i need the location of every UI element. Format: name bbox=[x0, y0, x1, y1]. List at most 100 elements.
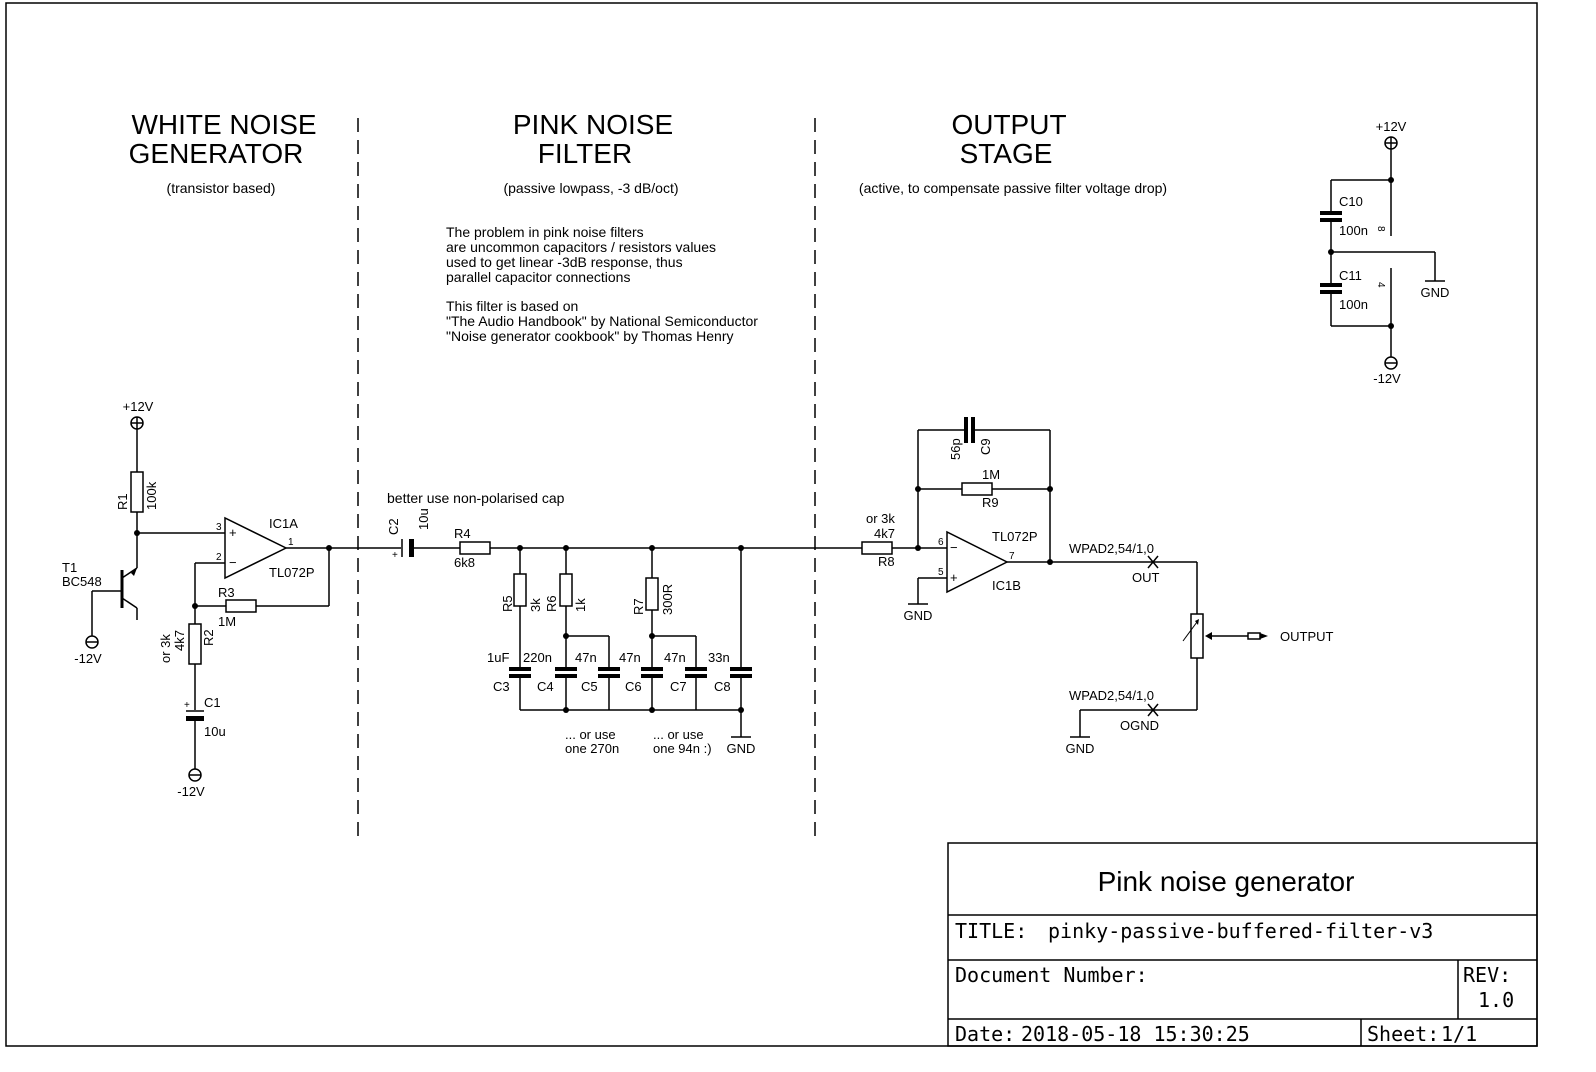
ognd-pad-marker bbox=[1147, 703, 1159, 717]
pink-noise-heading-1: PINK NOISE bbox=[513, 109, 673, 140]
r7-ref: R7 bbox=[631, 598, 646, 615]
title-block bbox=[947, 842, 1538, 1047]
supply-pos-label-2: +12V bbox=[1376, 119, 1407, 134]
r2-value: 4k7 bbox=[172, 630, 187, 651]
ic1b-pin5: 5 bbox=[938, 567, 944, 578]
note-problem-1: The problem in pink noise filters bbox=[446, 224, 644, 240]
t1-value: BC548 bbox=[62, 574, 102, 589]
ic1a-pin1: 1 bbox=[288, 537, 294, 548]
note-problem-4: parallel capacitor connections bbox=[446, 269, 630, 285]
ic1b-pin6: 6 bbox=[938, 537, 944, 548]
c11-ref: C11 bbox=[1339, 268, 1362, 283]
title-label: TITLE: bbox=[955, 919, 1027, 943]
c1-plus: + bbox=[184, 700, 190, 711]
r9-value: 1M bbox=[982, 467, 1000, 482]
alt2-line2: one 94n :) bbox=[653, 741, 712, 756]
c4-ref: C4 bbox=[537, 679, 554, 694]
output-stage-heading-1: OUTPUT bbox=[951, 109, 1066, 140]
ic1b-type: TL072P bbox=[992, 529, 1038, 544]
r9-resistor bbox=[961, 482, 993, 496]
date-label: Date: bbox=[955, 1022, 1015, 1046]
sheet-frame bbox=[5, 2, 1538, 1047]
c5-value: 47n bbox=[575, 650, 597, 665]
ic1-pin4-label: 4 bbox=[1375, 282, 1386, 288]
ic1a-minus: − bbox=[229, 555, 237, 570]
supply-neg-label-2: -12V bbox=[177, 784, 205, 799]
r7-value: 300R bbox=[660, 584, 675, 615]
output-label: OUTPUT bbox=[1280, 629, 1334, 644]
r2-ref: R2 bbox=[201, 629, 216, 646]
pink-noise-subtitle: (passive lowpass, -3 dB/oct) bbox=[503, 180, 678, 196]
c2-ref: C2 bbox=[386, 518, 401, 535]
note-based-1: This filter is based on bbox=[446, 298, 578, 314]
ic1a-ref: IC1A bbox=[269, 516, 298, 531]
supply-pos-symbol-2 bbox=[1384, 136, 1398, 150]
r3-value: 1M bbox=[218, 614, 236, 629]
r2-resistor bbox=[188, 623, 202, 665]
ic1a-type: TL072P bbox=[269, 565, 315, 580]
r3-resistor bbox=[225, 599, 257, 613]
white-noise-heading-1: WHITE NOISE bbox=[131, 109, 316, 140]
c10-value: 100n bbox=[1339, 223, 1368, 238]
r1-value: 100k bbox=[144, 481, 159, 510]
r1-resistor bbox=[130, 471, 144, 513]
ic1a-pin2: 2 bbox=[216, 552, 222, 563]
c3-value: 1uF bbox=[487, 650, 509, 665]
out-pad-name: OUT bbox=[1132, 570, 1160, 585]
out-pad-pkg: WPAD2,54/1,0 bbox=[1069, 541, 1154, 556]
output-connector bbox=[1247, 632, 1261, 640]
c7-ref: C7 bbox=[670, 679, 687, 694]
note-problem-2: are uncommon capacitors / resistors valu… bbox=[446, 239, 716, 255]
c9-value: 56p bbox=[948, 438, 963, 460]
supply-neg-symbol-3 bbox=[1384, 356, 1398, 370]
r5-ref: R5 bbox=[500, 595, 515, 612]
supply-pos-symbol-1 bbox=[130, 416, 144, 430]
r6-ref: R6 bbox=[544, 595, 559, 612]
r8-alt: or 3k bbox=[866, 511, 895, 526]
ic1b-minus: − bbox=[950, 540, 958, 555]
supply-neg-label-3: -12V bbox=[1373, 371, 1401, 386]
output-stage-heading-2: STAGE bbox=[960, 138, 1053, 169]
c2-value: 10u bbox=[416, 508, 431, 530]
rev-value: 1.0 bbox=[1478, 988, 1514, 1012]
r4-resistor bbox=[459, 541, 491, 555]
note-c2-hint: better use non-polarised cap bbox=[387, 490, 565, 506]
c2-capacitor bbox=[409, 539, 414, 557]
rev-label: REV: bbox=[1463, 963, 1511, 987]
ic1b-plus: + bbox=[950, 570, 958, 585]
white-noise-heading-2: GENERATOR bbox=[129, 138, 304, 169]
r2-alt: or 3k bbox=[158, 634, 173, 663]
document-number-label: Document Number: bbox=[955, 963, 1148, 987]
gnd-label-4: GND bbox=[1421, 285, 1450, 300]
alt2-line1: ... or use bbox=[653, 727, 704, 742]
c9-ref: C9 bbox=[978, 438, 993, 455]
sheet-value: 1/1 bbox=[1441, 1022, 1477, 1046]
out-pad-marker bbox=[1147, 555, 1159, 569]
ic1a-opamp bbox=[224, 516, 288, 580]
title-value: pinky-passive-buffered-filter-v3 bbox=[1048, 919, 1433, 943]
sheet-label: Sheet: bbox=[1367, 1022, 1439, 1046]
alt1-line2: one 270n bbox=[565, 741, 619, 756]
c7-value: 47n bbox=[664, 650, 686, 665]
c8-ref: C8 bbox=[714, 679, 731, 694]
c6-value: 47n bbox=[619, 650, 641, 665]
supply-neg-symbol-2 bbox=[188, 768, 202, 782]
c4-value: 220n bbox=[523, 650, 552, 665]
supply-neg-label-1: -12V bbox=[74, 651, 102, 666]
r3-ref: R3 bbox=[218, 585, 235, 600]
r8-value: 4k7 bbox=[874, 526, 895, 541]
gnd-label-1: GND bbox=[727, 741, 756, 756]
r8-ref: R8 bbox=[878, 554, 895, 569]
r8-resistor bbox=[861, 541, 893, 555]
title-block-name: Pink noise generator bbox=[1098, 866, 1355, 897]
ic1b-pin7: 7 bbox=[1009, 551, 1015, 562]
c8-value: 33n bbox=[708, 650, 730, 665]
note-problem-3: used to get linear -3dB response, thus bbox=[446, 254, 683, 270]
ic1a-pin3: 3 bbox=[216, 522, 222, 533]
c11-value: 100n bbox=[1339, 297, 1368, 312]
alt1-line1: ... or use bbox=[565, 727, 616, 742]
pink-noise-heading-2: FILTER bbox=[538, 138, 632, 169]
gnd-label-3: GND bbox=[1066, 741, 1095, 756]
ic1b-ref: IC1B bbox=[992, 578, 1021, 593]
